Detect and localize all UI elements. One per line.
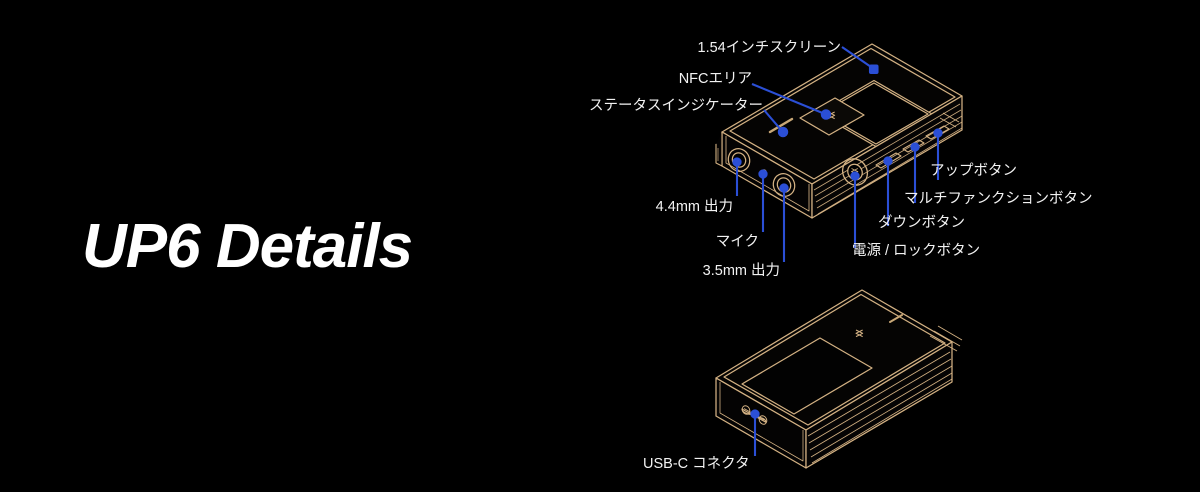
callout-label-down-button: ダウンボタン (878, 215, 965, 231)
callout-label-single-ended-output: 3.5mm 出力 (702, 263, 780, 279)
callout-label-status-indicator: ステータスインジケーター (589, 98, 763, 114)
callout-label-up-button: アップボタン (930, 163, 1017, 179)
device-rear-view (715, 289, 963, 469)
callout-label-nfc-area: NFCエリア (678, 71, 752, 87)
callout-label-microphone: マイク (715, 234, 759, 250)
callout-leader-lines (732, 46, 943, 456)
callout-label-power-lock-button: 電源 / ロックボタン (852, 243, 981, 259)
callout-label-screen: 1.54インチスクリーン (697, 40, 842, 56)
callout-label-multifunction-button: マルチファンクションボタン (904, 191, 1093, 207)
callout-label-usb-c-connector: USB-C コネクタ (643, 456, 750, 472)
page-title: UP6 Details (82, 212, 413, 281)
callout-label-balanced-output: 4.4mm 出力 (655, 199, 733, 215)
